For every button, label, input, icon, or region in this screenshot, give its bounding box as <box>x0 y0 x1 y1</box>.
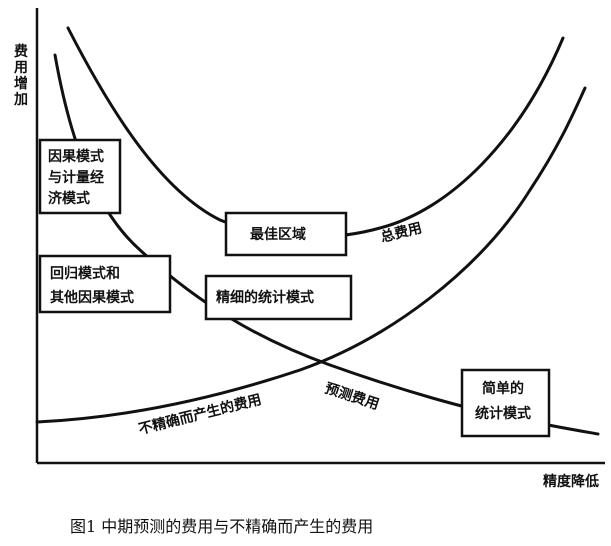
box-simple-statistical-line-1: 简单的 <box>482 380 524 397</box>
box-optimal-zone-frame <box>224 211 348 257</box>
total-cost-curve <box>66 26 565 239</box>
forecast-cost-label: 预测费用 <box>323 380 382 413</box>
box-refined-statistical-label: 精细的统计模式 <box>216 289 314 306</box>
box-simple-statistical-frame <box>460 368 551 438</box>
axes <box>35 8 605 465</box>
y-axis-label-char-3: 增 <box>14 75 28 92</box>
box-optimal-zone: 最佳区域 <box>224 211 348 257</box>
box-simple-statistical-line-2: 统计模式 <box>475 405 531 422</box>
box-regression-line-1: 回归模式和 <box>50 265 120 282</box>
figure-caption: 图1 中期预测的费用与不精确而产生的费用 <box>70 517 373 536</box>
total-cost-label: 总费用 <box>379 219 424 246</box>
box-refined-statistical-frame <box>204 274 353 321</box>
y-axis-label-char-1: 费 <box>14 43 28 60</box>
box-regression-line-2: 其他因果模式 <box>50 289 134 306</box>
inaccuracy-cost-curve <box>35 86 587 424</box>
box-causal-econometric-line-3: 济模式 <box>48 190 90 207</box>
box-regression-frame <box>38 254 172 314</box>
y-axis-label-char-2: 用 <box>14 60 28 76</box>
box-causal-econometric-line-1: 因果模式 <box>48 148 104 165</box>
box-causal-econometric-frame <box>38 138 122 215</box>
box-causal-econometric-line-2: 与计量经 <box>48 169 104 186</box>
box-regression: 回归模式和 其他因果模式 <box>38 254 172 314</box>
box-optimal-zone-label: 最佳区域 <box>250 226 306 243</box>
x-axis-label: 精度降低 <box>543 473 599 490</box>
box-simple-statistical: 简单的 统计模式 <box>460 368 551 438</box>
box-refined-statistical: 精细的统计模式 <box>204 274 353 321</box>
box-causal-econometric: 因果模式 与计量经 济模式 <box>38 138 122 215</box>
y-axis-label: 费 用 增 加 <box>13 43 28 108</box>
y-axis-label-char-4: 加 <box>13 92 28 108</box>
